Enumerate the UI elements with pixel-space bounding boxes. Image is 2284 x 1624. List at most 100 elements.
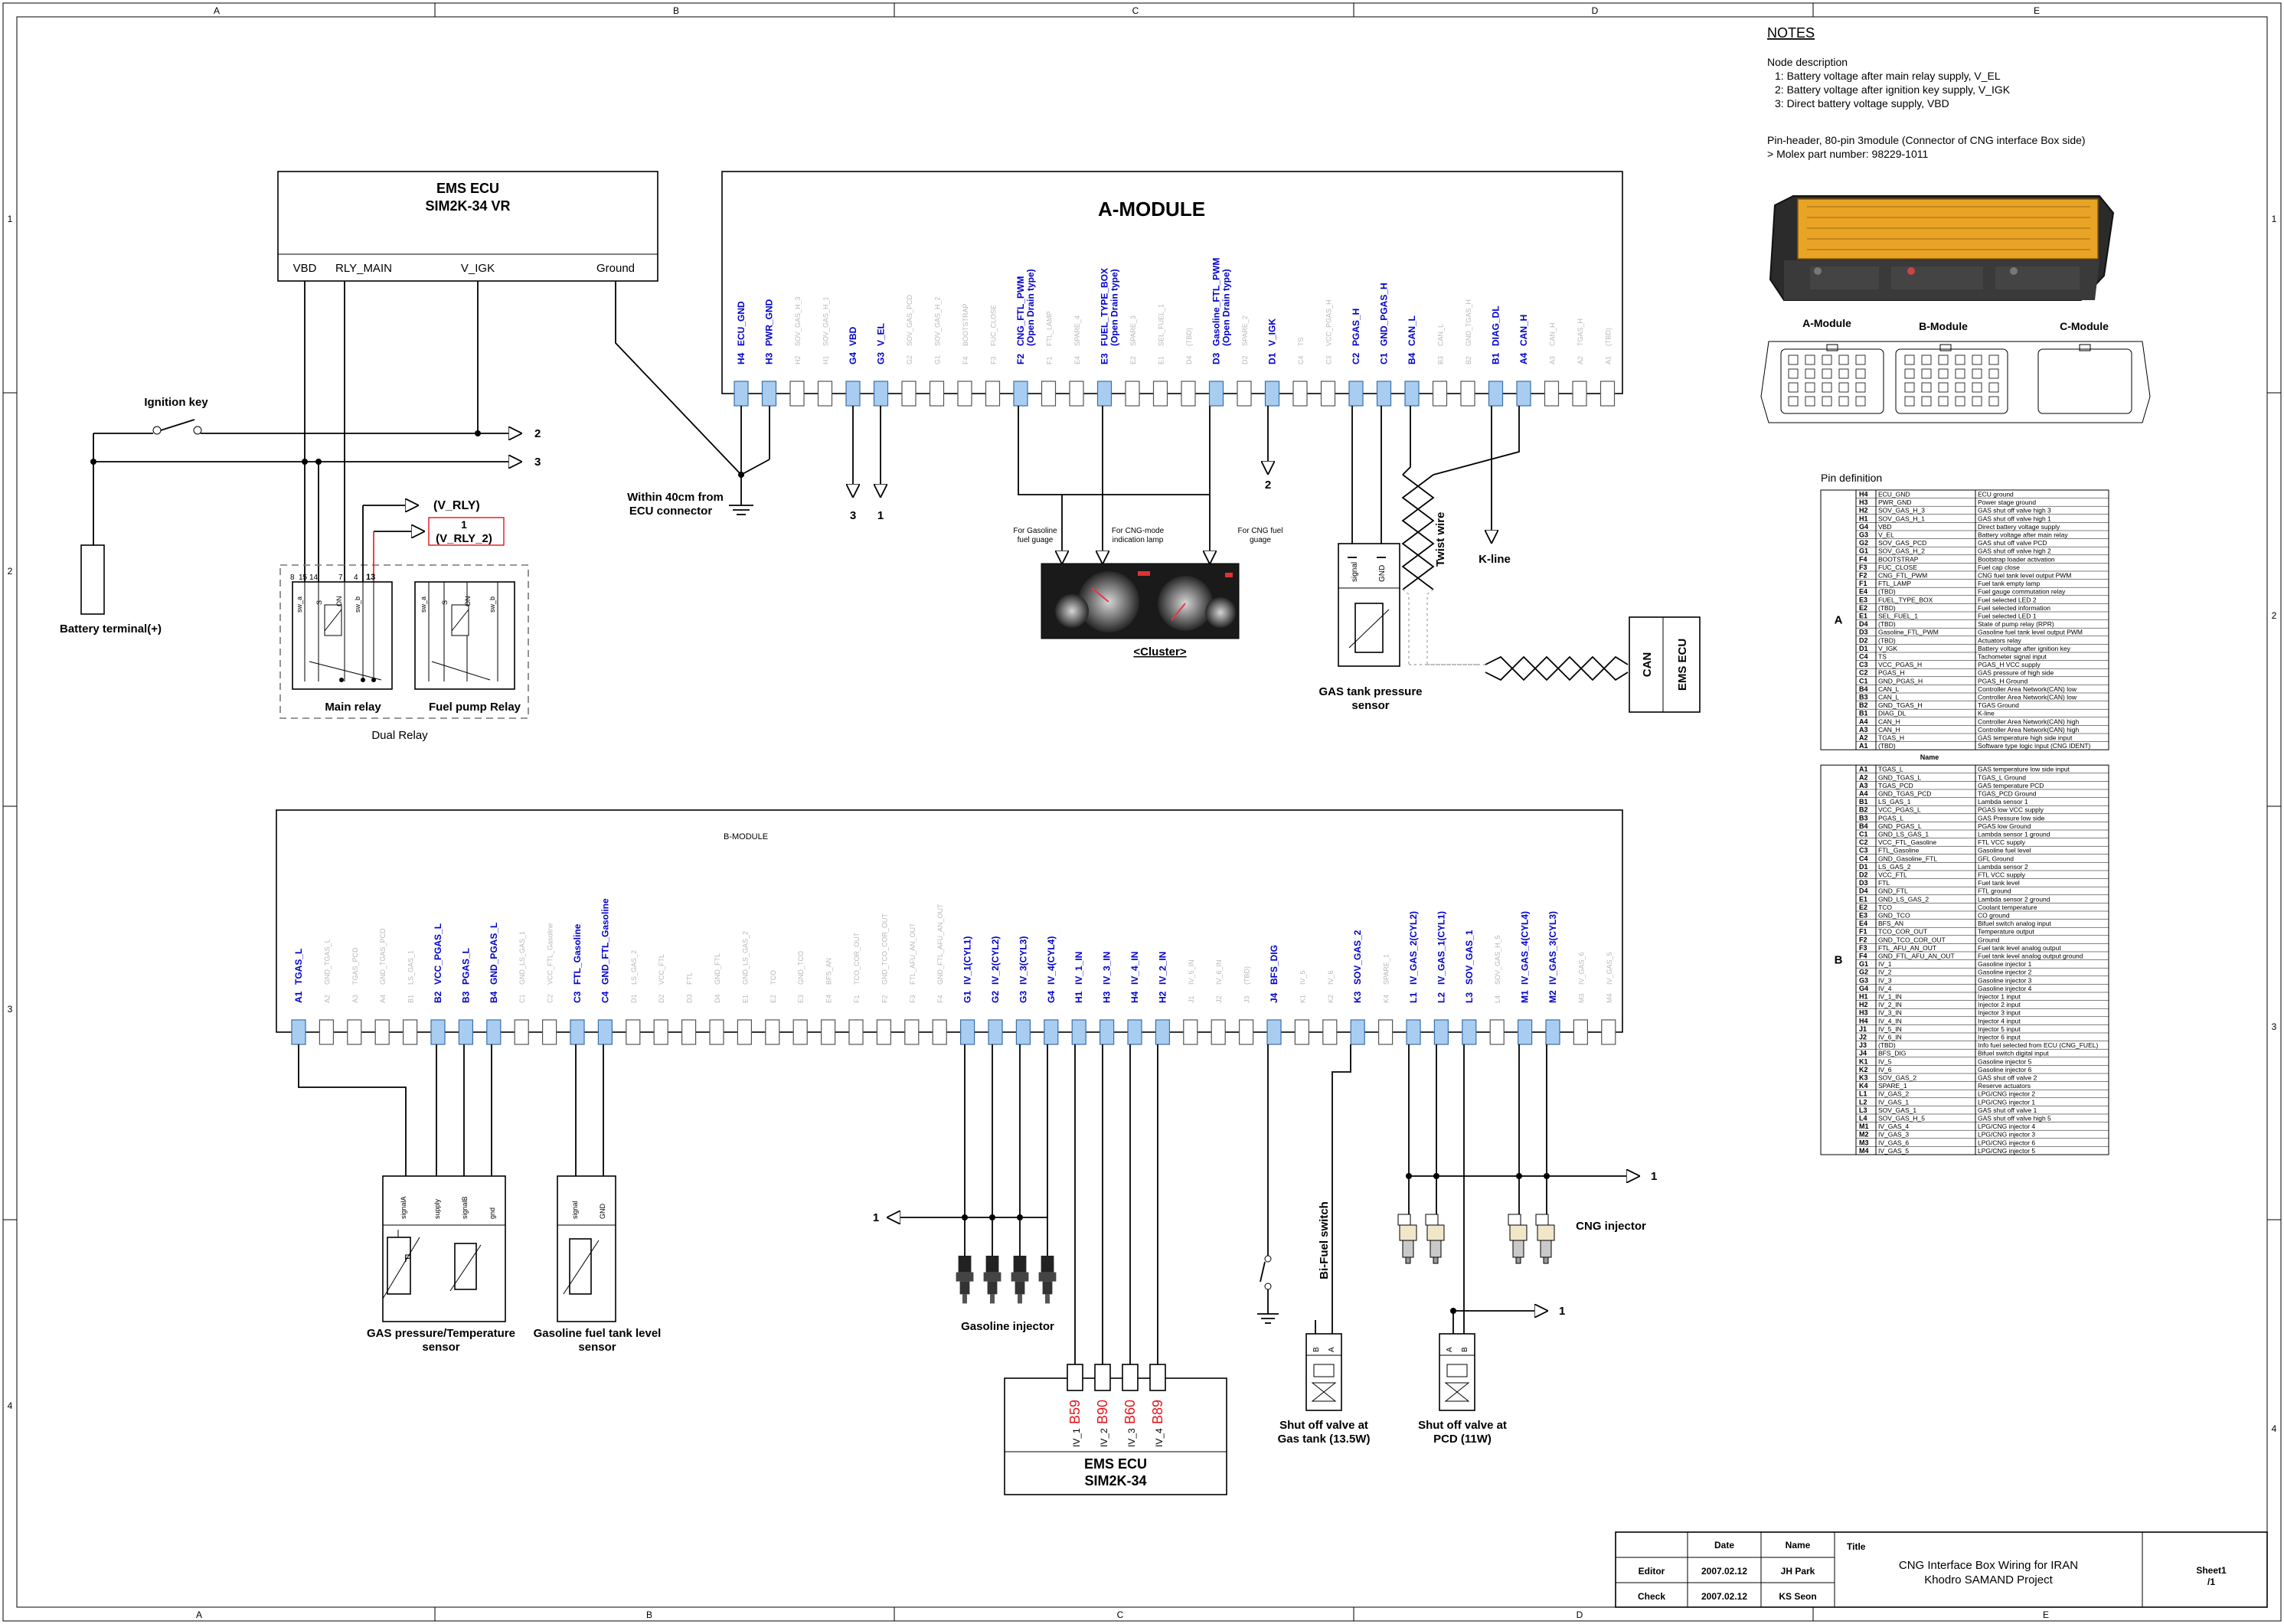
pin-code: D4 [714, 994, 721, 1003]
pin-box [1069, 381, 1084, 407]
col-label-top: B [673, 5, 679, 16]
pin-table-desc: GAS shut off valve PCD [1978, 539, 2047, 547]
pin-table-pin: H3 [1859, 498, 1868, 506]
fuel-pump-relay-label: Fuel pump Relay [429, 701, 521, 714]
pin-table-pin: M3 [1859, 1139, 1869, 1146]
pin-box [1183, 1019, 1198, 1045]
ecu-bottom-pin: B90 [1095, 1400, 1110, 1424]
pin-table-desc: LPG/CNG injector 5 [1978, 1147, 2035, 1155]
pin-box [514, 1019, 529, 1045]
pin-table-name: IV_GAS_1 [1878, 1098, 1909, 1106]
pin-table-pin: M1 [1859, 1122, 1869, 1130]
ignition-key-switch-icon [160, 419, 195, 431]
pin-table-name: BFS_AN [1878, 920, 1903, 927]
pin-code: H2 [1157, 991, 1168, 1003]
cng-injector-tip [1543, 1256, 1549, 1264]
pin-box [1601, 1019, 1616, 1045]
ecu-pin-ground: Ground [596, 262, 635, 275]
pin-table-pin: J1 [1859, 1025, 1867, 1033]
pin-code: B3 [460, 991, 471, 1003]
pin-table-pin: K1 [1859, 1057, 1868, 1065]
pin-code: G1 [962, 991, 973, 1003]
pin-signal-name: VCC_FTL_Gasoline [547, 923, 554, 985]
pin-table-name: PGAS_L [1878, 814, 1903, 822]
pin-table-pin: D4 [1859, 887, 1868, 895]
injector-body [1013, 1256, 1027, 1273]
pin-table-desc: CO ground [1978, 912, 2010, 920]
pin-table-desc: Controller Area Network(CAN) high [1978, 726, 2080, 734]
title-block: Date Name Title Editor 2007.02.12 JH Par… [1615, 1531, 2268, 1608]
pin-table-pin: J2 [1859, 1034, 1867, 1041]
pin-table-desc: Reserve actuators [1978, 1082, 2031, 1090]
pin-table-name: CNG_FTL_PWM [1878, 572, 1927, 580]
pin-table-pin: E1 [1859, 895, 1867, 903]
row-label-right: 3 [2272, 1021, 2277, 1032]
pin-table-name: IV_5 [1878, 1057, 1892, 1065]
pin-box [486, 1019, 502, 1045]
pin-code: G4 [848, 352, 858, 364]
sensor-pin-label: gnd [488, 1207, 496, 1219]
pin-signal-name: FTL [686, 972, 694, 985]
injector-body [985, 1256, 999, 1273]
pin-table-name: IV_3_IN [1878, 1009, 1902, 1017]
a-module: A-MODULE H4ECU_GNDH3PWR_GNDH2SOV_GAS_H_3… [721, 171, 1623, 407]
pin-signal-name: IV_2(CYL2) [990, 936, 1001, 985]
pin-table-desc: Fuel selected information [1978, 604, 2050, 612]
pin-table-name: CAN_H [1878, 726, 1900, 734]
b-module-wiring: P signalA supply signalB gnd GAS pressur… [298, 1044, 1657, 1495]
pin-table-pin: E3 [1859, 596, 1867, 603]
node-label-3: 3 [850, 509, 856, 522]
pin-box [765, 1019, 780, 1045]
pin-table-desc: GAS shut off valve high 2 [1978, 547, 2051, 555]
pin-box [458, 1019, 474, 1045]
pin-box [1181, 381, 1196, 407]
pin-code: D2 [1241, 355, 1249, 364]
title-block-editor-label: Editor [1639, 1566, 1665, 1577]
pin-table-desc: Fuel selected LED 1 [1978, 613, 2037, 620]
twist-wire-icon [1401, 474, 1629, 681]
pin-signal-name: (TBD) [1243, 966, 1251, 985]
pin-box [1545, 1019, 1560, 1045]
pin-table-pin: F1 [1859, 928, 1867, 936]
pin-table-desc: Injector 2 input [1978, 1001, 2021, 1008]
pin-code: M1 [1520, 990, 1531, 1003]
pin-table-pin: B2 [1859, 806, 1868, 814]
connector-face-pin [1855, 396, 1866, 407]
a-module-wiring: Within 40cm from ECU connector 3 1 2 For… [615, 281, 1701, 713]
ems-ecu-top-title: EMS ECU [436, 181, 499, 196]
pin-table-pin: H3 [1859, 1009, 1868, 1017]
pin-table-pin: K3 [1859, 1074, 1868, 1082]
pin-table-desc: TGAS_PCD Ground [1978, 790, 2037, 798]
pin-table-pin: K2 [1859, 1066, 1868, 1073]
pin-signal-name: TCO [770, 970, 777, 985]
connector-face-pin [1921, 382, 1932, 393]
ignition-key-contact [152, 426, 162, 435]
pin-table-desc: Lambda sensor 1 ground [1978, 831, 2050, 838]
valve-pin-label: B [1312, 1347, 1321, 1352]
pin-table-name: IV_4_IN [1878, 1017, 1902, 1024]
cng-injector-tip [1515, 1256, 1521, 1264]
cng-lamp-label: indication lamp [1113, 536, 1164, 544]
connector-face-pin [1955, 355, 1965, 365]
pin-signal-name: IV_GAS_2(CYL2) [1408, 911, 1419, 985]
pin-code: H1 [1073, 991, 1084, 1003]
pin-table-name: IV_1_IN [1878, 993, 1902, 1001]
pin-box [626, 1019, 641, 1045]
pin-signal-name: CNG_FTL_PWM [1015, 276, 1026, 346]
pin-signal-name: (TBD) [1185, 328, 1193, 346]
pin-table-pin: C4 [1859, 854, 1868, 862]
pin-box [1460, 381, 1475, 407]
pin-signal-name: IV_3_IN [1102, 952, 1113, 985]
pin-box [873, 381, 889, 407]
pin-signal-name: FTL_LAMP [1046, 311, 1054, 346]
pin-table-name: CAN_L [1878, 694, 1900, 701]
connector-face-pin [1838, 368, 1849, 379]
connector-face-pin [1955, 396, 1965, 407]
pin-code: F4 [936, 995, 944, 1003]
pin-table-desc: Controller Area Network(CAN) low [1978, 694, 2077, 701]
pin-box [1544, 381, 1560, 407]
v-rly-2-label: (V_RLY_2) [436, 532, 492, 545]
pin-code: F3 [990, 356, 998, 364]
pin-table-pin: D2 [1859, 871, 1868, 879]
